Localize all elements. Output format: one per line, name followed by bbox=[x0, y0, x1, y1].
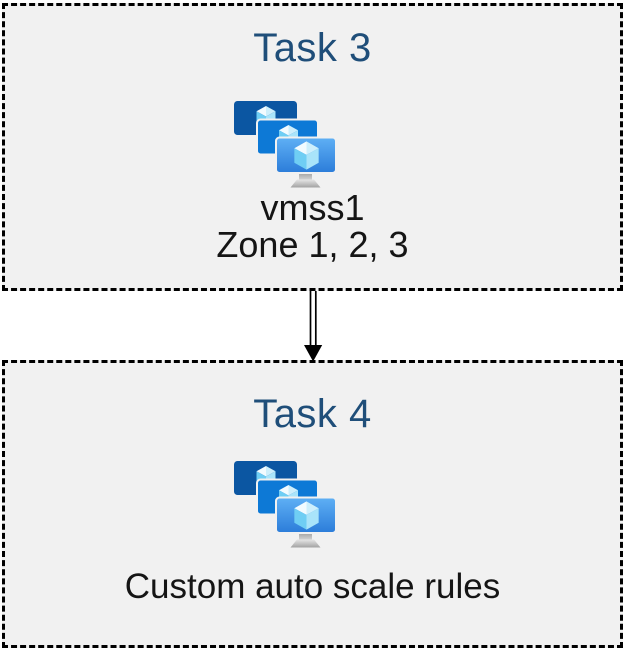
zones-label: Zone 1, 2, 3 bbox=[216, 224, 409, 265]
autoscale-rules-label: Custom auto scale rules bbox=[124, 567, 501, 606]
vmss-name-label: vmss1 bbox=[260, 187, 365, 228]
task4-labels: Custom auto scale rules bbox=[5, 568, 620, 605]
task4-box: Task 4 Custom auto scale rules bbox=[2, 360, 623, 648]
vm-scale-set-icon bbox=[234, 101, 337, 188]
task3-title: Task 3 bbox=[253, 26, 372, 70]
arrowhead-icon bbox=[304, 345, 323, 362]
task3-box: Task 3 bbox=[2, 3, 623, 291]
task3-labels: vmss1 Zone 1, 2, 3 bbox=[5, 189, 620, 263]
vm-scale-set-icon bbox=[234, 461, 337, 548]
task4-title: Task 4 bbox=[253, 392, 372, 436]
down-arrow-connector bbox=[304, 291, 323, 362]
